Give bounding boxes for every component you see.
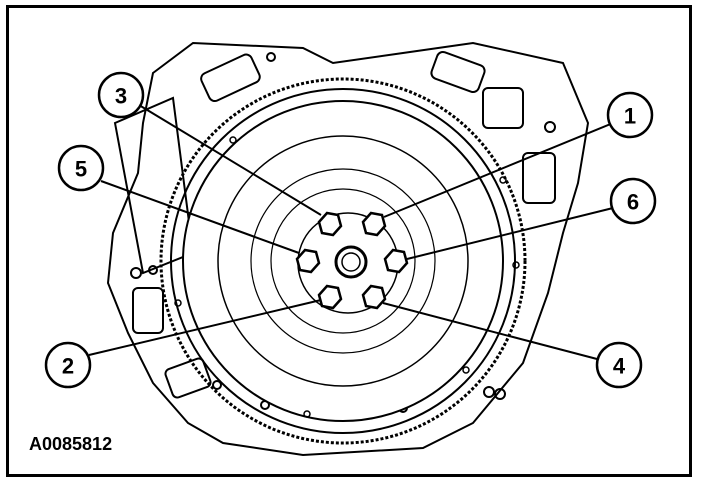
callout-number-1: 1	[624, 104, 636, 129]
callout-circle-6	[609, 177, 657, 225]
bolt-6	[383, 248, 409, 274]
callout-number-6: 6	[627, 190, 639, 215]
flywheel-ring	[217, 135, 469, 387]
leader-line-4	[382, 302, 598, 360]
ring-gear-outer	[159, 77, 527, 445]
bolt-4	[361, 284, 387, 310]
flywheel-hole	[499, 176, 507, 184]
callout-circle-1	[606, 91, 654, 139]
engine-housing	[106, 41, 590, 457]
flywheel-ring	[270, 188, 416, 334]
housing-hole	[148, 265, 158, 275]
housing-hole	[212, 380, 222, 390]
housing-hole	[130, 267, 142, 279]
bolt-2	[317, 284, 343, 310]
housing-hole	[483, 386, 495, 398]
pilot-bore-inner	[341, 252, 361, 272]
housing-hole	[494, 388, 506, 400]
bolt-1	[361, 211, 387, 237]
flywheel-ring	[250, 168, 436, 354]
leader-line-6	[406, 207, 614, 260]
leader-line-2	[88, 299, 322, 356]
housing-rib	[482, 87, 524, 129]
housing-rib	[522, 152, 556, 204]
housing-rib	[132, 287, 164, 334]
callout-circle-5	[57, 144, 105, 192]
housing-rib	[430, 50, 486, 94]
callout-circle-4	[595, 341, 643, 389]
callout-circle-2	[44, 341, 92, 389]
callout-number-3: 3	[115, 84, 127, 109]
figure-frame: 3 1 5 6 2 4 A0085812	[6, 5, 692, 477]
ring-gear-inner	[170, 88, 516, 434]
leader-line-5	[100, 180, 300, 254]
figure-id-label: A0085812	[29, 434, 113, 454]
housing-rib	[200, 53, 261, 103]
bolt-3	[317, 211, 343, 237]
flywheel-hole	[462, 366, 470, 374]
callout-number-2: 2	[62, 354, 74, 379]
left-bracket	[113, 96, 195, 275]
leader-line-1	[383, 122, 614, 218]
flywheel-hole	[174, 299, 182, 307]
callout-circle-3	[97, 71, 145, 119]
housing-hole	[544, 121, 556, 133]
housing-rib	[164, 357, 212, 399]
housing-hole	[266, 52, 276, 62]
flywheel-hole	[303, 410, 311, 418]
flywheel-hole	[229, 136, 237, 144]
pilot-bore	[334, 245, 368, 279]
leader-line-3	[138, 104, 322, 216]
flywheel-diagram: 3 1 5 6 2 4	[44, 41, 657, 457]
bolt-5	[295, 248, 321, 274]
callout-number-5: 5	[75, 157, 87, 182]
flywheel-hole	[512, 261, 520, 269]
callout-number-4: 4	[613, 354, 626, 379]
